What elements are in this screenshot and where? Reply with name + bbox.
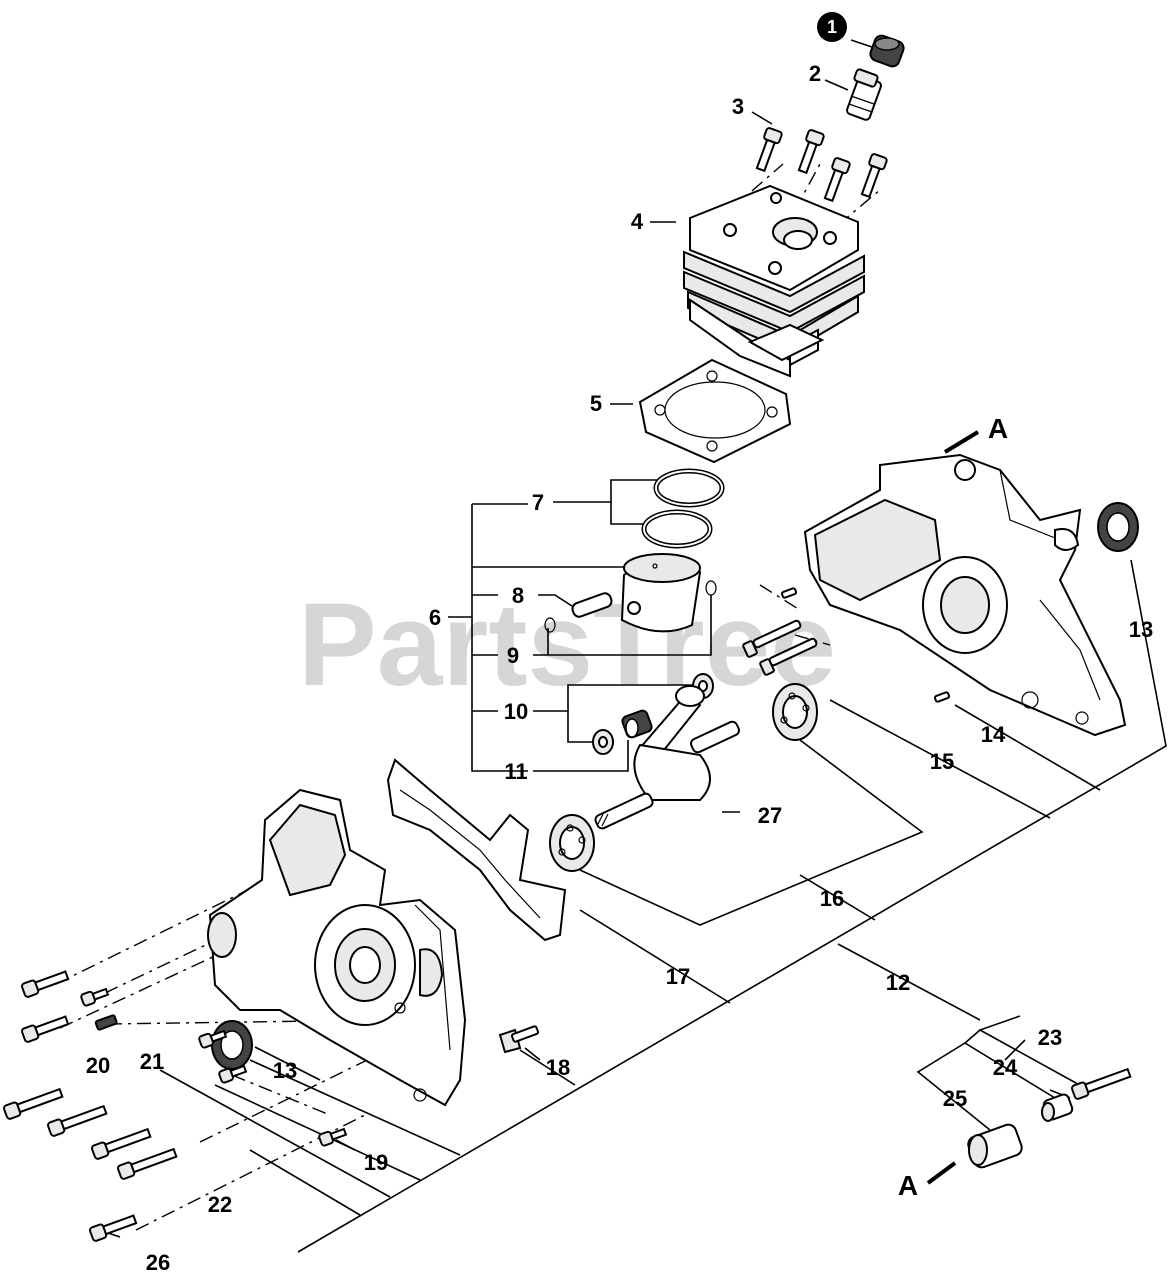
part-15-bearing[interactable] [772, 683, 818, 741]
callout-10[interactable]: 10 [504, 699, 528, 724]
part-14-crankcase-right[interactable] [803, 453, 1127, 737]
callout-7[interactable]: 7 [532, 490, 544, 515]
callout-2[interactable]: 2 [809, 61, 821, 86]
part-16-bearing[interactable] [549, 814, 595, 872]
callout-24[interactable]: 24 [993, 1055, 1018, 1080]
callout-16[interactable]: 16 [820, 886, 844, 911]
callout-12[interactable]: 12 [886, 970, 910, 995]
callout-13-right[interactable]: 13 [1129, 617, 1153, 642]
callout-15[interactable]: 15 [930, 749, 954, 774]
callout-19[interactable]: 19 [364, 1150, 388, 1175]
callout-25[interactable]: 25 [943, 1086, 967, 1111]
leader-lines [104, 39, 1167, 1253]
part-22-bolts[interactable] [2, 1086, 178, 1180]
callout-14[interactable]: 14 [981, 722, 1006, 747]
sub-assembly-marker[interactable] [817, 12, 847, 42]
part-11-needle-bearing[interactable] [621, 709, 653, 739]
part-6-piston[interactable] [620, 553, 702, 633]
part-25-sleeve[interactable] [966, 1122, 1024, 1169]
part-23-bolt[interactable] [1070, 1066, 1132, 1100]
section-marker-a-bottom[interactable]: A [898, 1170, 918, 1201]
part-17-crankcase-gasket[interactable] [386, 758, 567, 942]
section-marker-a-top[interactable]: A [988, 413, 1008, 444]
callout-22[interactable]: 22 [208, 1192, 232, 1217]
callout-17[interactable]: 17 [666, 964, 690, 989]
callout-21[interactable]: 21 [140, 1049, 164, 1074]
callout-11[interactable]: 11 [504, 759, 527, 784]
part-1-cap[interactable] [868, 34, 905, 69]
callout-9[interactable]: 9 [507, 643, 519, 668]
callout-6[interactable]: 6 [429, 605, 441, 630]
part-19-screws[interactable] [198, 1028, 348, 1147]
part-13-seal-right[interactable] [1097, 502, 1139, 552]
callout-27[interactable]: 27 [758, 803, 782, 828]
part-2-decompression-valve[interactable] [846, 68, 882, 121]
part-21-screws[interactable] [80, 986, 118, 1031]
dowel-pins-studs[interactable] [742, 587, 951, 703]
part-8-piston-pin[interactable] [571, 592, 613, 619]
part-12-crankcase-left[interactable] [207, 788, 467, 1107]
callout-8[interactable]: 8 [512, 583, 524, 608]
callout-13-left[interactable]: 13 [273, 1058, 297, 1083]
part-20-bolts[interactable] [20, 969, 70, 1043]
part-13-seal-left[interactable] [211, 1020, 253, 1070]
part-24-bushing[interactable] [1041, 1093, 1074, 1122]
callout-labels: 1 2 3 4 5 6 7 8 9 10 11 12 13 13 14 15 1… [86, 12, 1153, 1275]
part-7-piston-rings[interactable] [641, 468, 725, 549]
callout-4[interactable]: 4 [631, 209, 644, 234]
part-18-fitting[interactable] [498, 1025, 540, 1054]
part-5-cylinder-gasket[interactable] [638, 358, 792, 464]
callout-5[interactable]: 5 [590, 391, 602, 416]
callout-23[interactable]: 23 [1038, 1025, 1062, 1050]
part-26-bolt[interactable] [88, 1213, 138, 1242]
callout-18[interactable]: 18 [546, 1055, 570, 1080]
sub-assembly-marker-label: 1 [827, 17, 837, 37]
part-3-cylinder-bolts[interactable] [753, 127, 888, 203]
callout-3[interactable]: 3 [732, 94, 744, 119]
part-9-circlips[interactable] [544, 580, 717, 633]
callout-20[interactable]: 20 [86, 1053, 110, 1078]
part-4-cylinder[interactable] [683, 184, 865, 378]
callout-26[interactable]: 26 [146, 1250, 170, 1275]
part-27-crankshaft[interactable] [594, 685, 741, 830]
